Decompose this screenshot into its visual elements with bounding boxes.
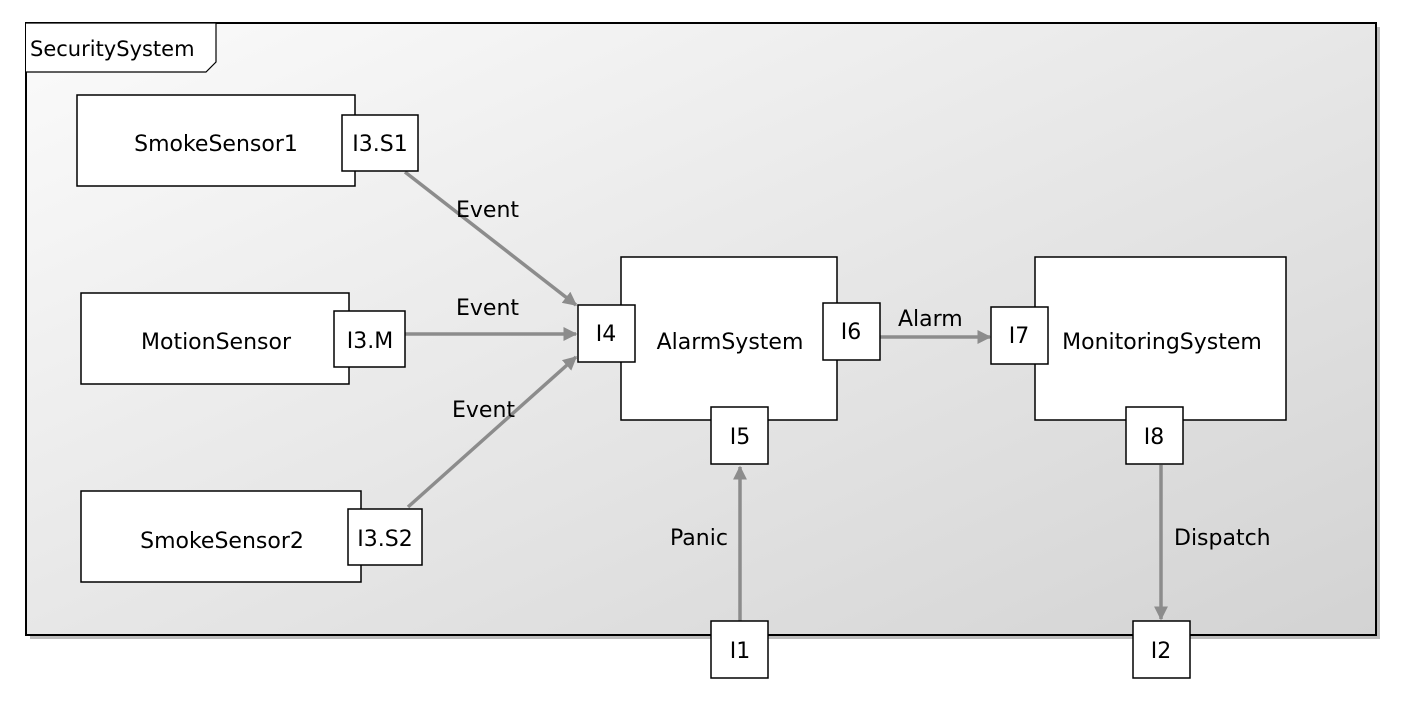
port-i3-s2[interactable]: [347, 508, 423, 566]
port-i2-label: I2: [1151, 639, 1172, 664]
port-i6-label: I6: [841, 320, 862, 345]
block-smoke-sensor-2[interactable]: SmokeSensor2: [80, 490, 362, 583]
port-i1-label: I1: [730, 639, 751, 664]
block-alarm-system[interactable]: AlarmSystem: [620, 256, 838, 421]
port-i1[interactable]: [710, 620, 769, 679]
port-i2[interactable]: [1132, 620, 1191, 679]
port-i8[interactable]: [1125, 406, 1184, 465]
block-smoke-sensor-1[interactable]: SmokeSensor1: [76, 94, 356, 187]
block-monitoring-system-label: MonitoringSystem: [1062, 330, 1262, 355]
port-i5-label: I5: [730, 425, 751, 450]
frame-title: SecuritySystem: [30, 37, 195, 61]
block-alarm-system-label: AlarmSystem: [657, 330, 804, 355]
connector-label-event-3: Event: [452, 398, 515, 423]
block-smoke-sensor-2-label: SmokeSensor2: [140, 529, 304, 554]
connector-label-alarm: Alarm: [898, 307, 963, 332]
block-alarm-system-body: [620, 256, 838, 421]
port-i6[interactable]: [822, 302, 881, 361]
connector-label-event-2: Event: [456, 296, 519, 321]
port-i3-s1[interactable]: [341, 114, 419, 172]
port-i7[interactable]: [990, 306, 1049, 365]
port-i3-m-label: I3.M: [347, 329, 393, 354]
connector-label-dispatch: Dispatch: [1174, 526, 1271, 551]
port-i4[interactable]: [577, 304, 636, 363]
block-smoke-sensor-2-body: [80, 490, 362, 583]
port-i3-m[interactable]: [333, 310, 406, 368]
frame-title-tab: [26, 22, 217, 73]
port-i7-label: I7: [1009, 324, 1030, 349]
block-motion-sensor-body: [80, 292, 350, 385]
block-motion-sensor-label: MotionSensor: [141, 330, 292, 355]
block-smoke-sensor-1-body: [76, 94, 356, 187]
block-monitoring-system[interactable]: MonitoringSystem: [1034, 256, 1287, 421]
block-motion-sensor[interactable]: MotionSensor: [80, 292, 350, 385]
connector-label-panic: Panic: [670, 526, 728, 551]
connector-label-event-1: Event: [456, 198, 519, 223]
block-smoke-sensor-1-label: SmokeSensor1: [134, 132, 298, 157]
connector-event-smoke2[interactable]: [406, 355, 578, 509]
port-i3-s2-label: I3.S2: [357, 527, 412, 552]
port-i3-s1-label: I3.S1: [352, 132, 407, 157]
connector-event-smoke1[interactable]: [403, 170, 578, 307]
port-i5[interactable]: [710, 406, 769, 465]
block-monitoring-system-body: [1034, 256, 1287, 421]
port-i4-label: I4: [596, 322, 617, 347]
port-i8-label: I8: [1144, 425, 1165, 450]
